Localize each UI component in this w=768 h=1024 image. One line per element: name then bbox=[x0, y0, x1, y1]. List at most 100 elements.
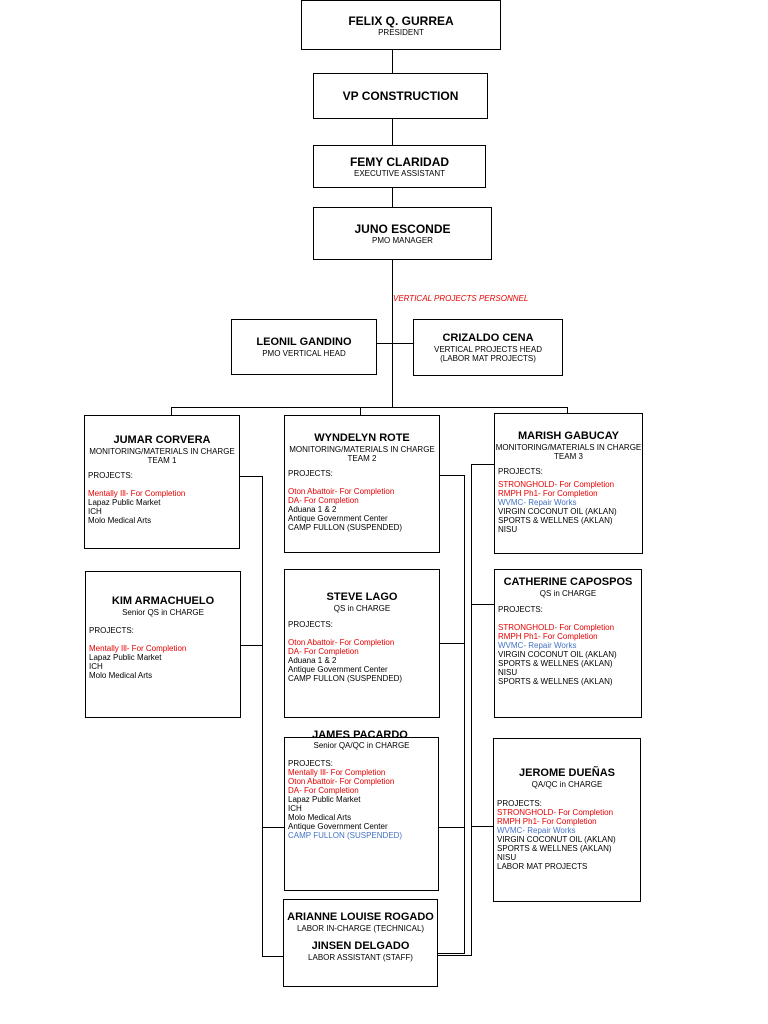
connector-line bbox=[262, 956, 283, 957]
labor-in-charge-name: ARIANNE LOUISE ROGADO bbox=[287, 911, 434, 923]
project-item: RMPH Ph1- For Completion bbox=[497, 817, 597, 826]
jerome-role: QA/QC in CHARGE bbox=[531, 780, 603, 789]
project-item: WVMC- Repair Works bbox=[497, 826, 576, 835]
project-item: Mentally Ill- For Completion bbox=[89, 644, 187, 653]
catherine-role: QS in CHARGE bbox=[539, 589, 597, 598]
catherine-box: CATHERINE CAPOSPOS QS in CHARGE PROJECTS… bbox=[494, 569, 642, 718]
connector-line bbox=[471, 464, 495, 465]
connector-line bbox=[392, 118, 393, 145]
project-item: Antique Government Center bbox=[288, 665, 388, 674]
team1-box: JUMAR CORVERA MONITORING/MATERIALS IN CH… bbox=[84, 415, 240, 549]
project-item: Lapaz Public Market bbox=[89, 653, 162, 662]
labor-assistant-name: JINSEN DELGADO bbox=[311, 940, 410, 952]
team1-name: JUMAR CORVERA bbox=[113, 434, 211, 446]
vertical-projects-head-name: CRIZALDO CENA bbox=[442, 332, 534, 344]
executive-assistant-role: EXECUTIVE ASSISTANT bbox=[354, 169, 445, 178]
labor-in-charge-role: LABOR IN-CHARGE (TECHNICAL) bbox=[296, 924, 425, 933]
vp-name: VP CONSTRUCTION bbox=[342, 89, 459, 103]
project-item: Lapaz Public Market bbox=[88, 498, 161, 507]
team2-name: WYNDELYN ROTE bbox=[314, 432, 410, 444]
project-item: CAMP FULLON (SUSPENDED) bbox=[288, 674, 403, 683]
team2-role: MONITORING/MATERIALS IN CHARGE bbox=[289, 445, 435, 454]
connector-line bbox=[392, 49, 393, 74]
project-item: RMPH Ph1- For Completion bbox=[498, 632, 598, 641]
project-item: SPORTS & WELLNES (AKLAN) bbox=[497, 844, 612, 853]
project-item: RMPH Ph1- For Completion bbox=[498, 489, 598, 498]
team1-team: TEAM 1 bbox=[147, 456, 177, 465]
vertical-projects-head-box: CRIZALDO CENA VERTICAL PROJECTS HEAD (LA… bbox=[413, 319, 563, 376]
project-item: NISU bbox=[498, 668, 518, 677]
pmo-manager-name: JUNO ESCONDE bbox=[354, 222, 451, 236]
catherine-header: CATHERINE CAPOSPOS QS in CHARGE bbox=[495, 570, 641, 598]
connector-line bbox=[437, 953, 464, 954]
labor-header: ARIANNE LOUISE ROGADO LABOR IN-CHARGE (T… bbox=[284, 900, 437, 962]
vertical-projects-head-role2: (LABOR MAT PROJECTS) bbox=[440, 354, 536, 363]
jerome-header: JEROME DUEÑAS QA/QC in CHARGE bbox=[494, 739, 640, 789]
project-item: SPORTS & WELLNES (AKLAN) bbox=[498, 659, 613, 668]
steve-role: QS in CHARGE bbox=[333, 604, 391, 613]
project-item: Oton Abattoir- For Completion bbox=[288, 487, 395, 496]
connector-line bbox=[360, 407, 361, 415]
project-item: DA- For Completion bbox=[288, 647, 359, 656]
section-label: VERTICAL PROJECTS PERSONNEL bbox=[393, 294, 529, 303]
connector-line bbox=[471, 604, 495, 605]
project-item: SPORTS & WELLNES (AKLAN) bbox=[498, 677, 613, 686]
connector-line bbox=[464, 475, 465, 954]
team1-header: JUMAR CORVERA MONITORING/MATERIALS IN CH… bbox=[85, 416, 239, 465]
project-item: Antique Government Center bbox=[288, 514, 388, 523]
pmo-manager-role: PMO MANAGER bbox=[372, 236, 433, 245]
team3-projects-label: PROJECTS: bbox=[498, 467, 543, 476]
project-item: Molo Medical Arts bbox=[288, 813, 352, 822]
labor-box: ARIANNE LOUISE ROGADO LABOR IN-CHARGE (T… bbox=[283, 899, 438, 987]
executive-assistant-box: FEMY CLARIDAD EXECUTIVE ASSISTANT bbox=[313, 145, 486, 188]
project-item: WVMC- Repair Works bbox=[498, 641, 577, 650]
connector-line bbox=[262, 827, 284, 828]
team2-projects-label: PROJECTS: bbox=[288, 469, 333, 478]
jerome-name: JEROME DUEÑAS bbox=[519, 767, 615, 779]
james-box: Senior QA/QC in CHARGE PROJECTS: Mentall… bbox=[284, 737, 439, 891]
team3-team: TEAM 3 bbox=[554, 452, 583, 461]
james-projects-label: PROJECTS: bbox=[288, 759, 333, 768]
connector-line bbox=[439, 643, 464, 644]
project-item: VIRGIN COCONUT OIL (AKLAN) bbox=[497, 835, 616, 844]
team3-header: MARISH GABUCAY MONITORING/MATERIALS IN C… bbox=[495, 414, 642, 461]
kim-box: KIM ARMACHUELO Senior QS in CHARGE PROJE… bbox=[85, 571, 241, 718]
steve-header: STEVE LAGO QS in CHARGE bbox=[285, 570, 439, 613]
james-role: Senior QA/QC in CHARGE bbox=[313, 741, 410, 750]
connector-line bbox=[240, 645, 262, 646]
connector-line bbox=[471, 464, 472, 955]
kim-name: KIM ARMACHUELO bbox=[111, 595, 215, 607]
connector-line bbox=[392, 187, 393, 207]
vertical-projects-head-role: VERTICAL PROJECTS HEAD bbox=[433, 345, 543, 354]
steve-name: STEVE LAGO bbox=[326, 591, 398, 603]
project-item: ICH bbox=[88, 507, 102, 516]
project-item: STRONGHOLD- For Completion bbox=[498, 623, 615, 632]
team3-box: MARISH GABUCAY MONITORING/MATERIALS IN C… bbox=[494, 413, 643, 554]
project-item: VIRGIN COCONUT OIL (AKLAN) bbox=[498, 650, 617, 659]
executive-assistant-name: FEMY CLARIDAD bbox=[349, 155, 450, 169]
vp-box: VP CONSTRUCTION bbox=[313, 73, 488, 119]
connector-line bbox=[392, 259, 393, 407]
kim-header: KIM ARMACHUELO Senior QS in CHARGE bbox=[86, 572, 240, 617]
president-role: PRESIDENT bbox=[378, 27, 424, 37]
labor-assistant-role: LABOR ASSISTANT (STAFF) bbox=[308, 953, 413, 962]
project-item: Antique Government Center bbox=[288, 822, 388, 831]
pmo-manager-box: JUNO ESCONDE PMO MANAGER bbox=[313, 207, 492, 260]
connector-line bbox=[439, 827, 464, 828]
steve-projects-label: PROJECTS: bbox=[288, 620, 333, 629]
connector-line bbox=[437, 955, 472, 956]
project-item: DA- For Completion bbox=[288, 786, 359, 795]
team1-role: MONITORING/MATERIALS IN CHARGE bbox=[89, 447, 235, 456]
kim-role: Senior QS in CHARGE bbox=[122, 608, 204, 617]
connector-line bbox=[439, 475, 464, 476]
project-item: Oton Abattoir- For Completion bbox=[288, 777, 395, 786]
project-item: WVMC- Repair Works bbox=[498, 498, 577, 507]
project-item: Aduana 1 & 2 bbox=[288, 656, 337, 665]
project-item: LABOR MAT PROJECTS bbox=[497, 862, 588, 871]
project-item: NISU bbox=[498, 525, 518, 534]
